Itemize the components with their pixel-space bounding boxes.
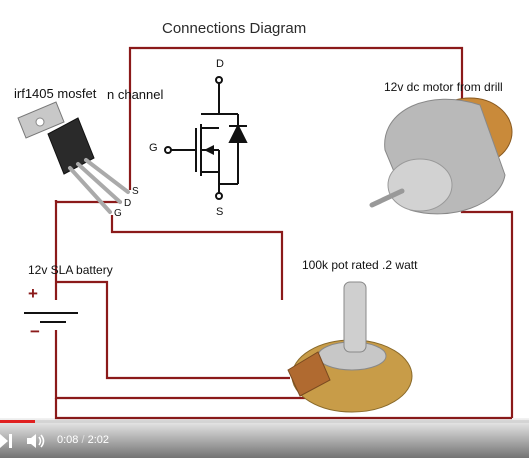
mosfet-pin-d-label: D [124, 198, 132, 209]
wire-battery-to-pot [56, 280, 290, 380]
potentiometer-image [287, 281, 413, 413]
battery-minus-label: − [30, 322, 40, 341]
motor-label: 12v dc motor from drill [384, 80, 503, 94]
symbol-drain-label: D [216, 58, 224, 70]
wire-drain-to-motor-bottom [54, 200, 122, 204]
symbol-gate-label: G [149, 142, 158, 154]
battery-label: 12v SLA battery [28, 263, 113, 277]
time-display: 0:08 / 2:02 [57, 434, 109, 446]
battery-symbol [24, 312, 78, 323]
play-icon [0, 434, 12, 448]
current-time: 0:08 [57, 434, 79, 446]
duration: 2:02 [87, 434, 110, 446]
mosfet-type-label: n channel [107, 87, 164, 102]
wire-bottom-return [54, 398, 512, 420]
wire-pot-to-bottom [54, 330, 306, 400]
pot-label: 100k pot rated .2 watt [302, 258, 418, 272]
volume-button[interactable] [26, 432, 46, 450]
volume-icon [27, 434, 45, 448]
play-button[interactable] [0, 432, 14, 450]
time-separator: / [78, 434, 88, 446]
mosfet-package [17, 101, 130, 214]
mosfet-name-label: irf1405 mosfet [14, 86, 97, 101]
mosfet-pin-g-label: G [114, 208, 122, 219]
battery-plus-label: + [28, 284, 38, 303]
wire-gate-to-pot-wiper [110, 215, 284, 300]
mosfet-symbol [164, 76, 248, 200]
wire-source-to-motor-top [128, 46, 464, 190]
wire-motor-return [460, 205, 514, 418]
progress-fill [0, 420, 35, 423]
progress-track[interactable] [0, 420, 529, 423]
symbol-source-label: S [216, 206, 224, 218]
diagram-title: Connections Diagram [162, 20, 307, 37]
player-controls [0, 418, 529, 458]
mosfet-pin-s-label: S [132, 186, 139, 197]
motor-image [369, 97, 513, 215]
